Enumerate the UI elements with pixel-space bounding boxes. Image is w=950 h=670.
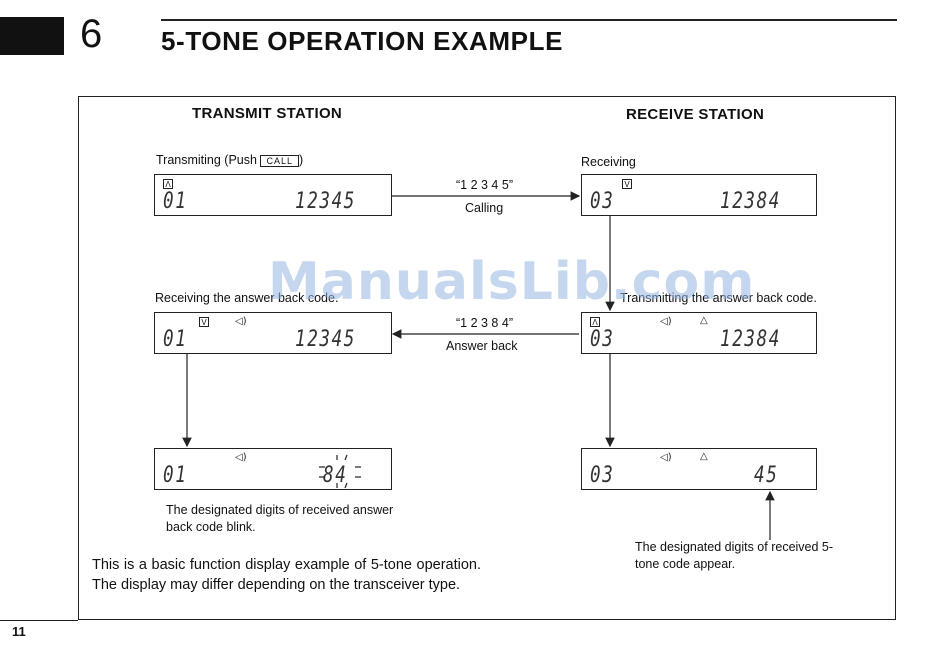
receive-heading: RECEIVE STATION	[626, 106, 765, 123]
tone-indicator-icon: Λ	[163, 179, 173, 189]
receive-display-1-code: 12384	[720, 189, 781, 214]
receive-display-3: ◁) △ 03 45	[581, 448, 817, 490]
tone-v-indicator-icon: V	[199, 317, 209, 327]
receive-step2-label: Transmitting the answer back code.	[620, 291, 817, 305]
chapter-tab	[0, 17, 64, 55]
receive-display-2-code: 12384	[720, 327, 781, 352]
bell-icon: △	[700, 315, 708, 326]
watermark: ManualsLib.com	[268, 252, 756, 312]
speaker-icon: ◁)	[660, 452, 672, 463]
transmit-display-1-code: 12345	[295, 189, 356, 214]
receive-display-2-channel: 03	[590, 327, 615, 352]
transmit-display-2: V ◁) 01 12345	[154, 312, 392, 354]
transmit-display-3-code: 84	[323, 463, 348, 488]
receive-display-1-channel: 03	[590, 189, 615, 214]
diagram-frame	[78, 96, 896, 620]
receive-display-1: V 03 12384	[581, 174, 817, 216]
transmit-display-3-channel: 01	[163, 463, 188, 488]
blink-note: The designated digits of received answer…	[166, 503, 394, 534]
receive-display-3-code: 45	[754, 463, 779, 488]
page-number: 11	[12, 624, 26, 639]
page-number-rule	[0, 620, 78, 621]
speaker-icon: ◁)	[235, 316, 247, 327]
footnote: This is a basic function display example…	[92, 557, 481, 593]
speaker-icon: ◁)	[660, 316, 672, 327]
transmit-step1-close: )	[298, 153, 304, 167]
header-rule	[161, 19, 897, 21]
receive-step1-label: Receiving	[581, 155, 636, 169]
tone-indicator-icon: Λ	[590, 317, 600, 327]
transmit-display-2-code: 12345	[295, 327, 356, 352]
transmit-display-1: Λ 01 12345	[154, 174, 392, 216]
transmit-display-2-channel: 01	[163, 327, 188, 352]
transmit-step2-label: Receiving the answer back code.	[155, 291, 339, 305]
appear-note: The designated digits of received 5-tone…	[635, 540, 834, 571]
tone-v-indicator-icon: V	[622, 179, 632, 189]
transmit-heading: TRANSMIT STATION	[192, 105, 343, 122]
answer-code: “1 2 3 8 4”	[456, 316, 513, 330]
speaker-icon: ◁)	[235, 452, 247, 463]
transmit-display-3: ◁) 01 84	[154, 448, 392, 490]
transmit-display-1-channel: 01	[163, 189, 188, 214]
bell-icon: △	[700, 451, 708, 462]
call-key: CALL	[260, 155, 299, 167]
blink-rays-icon	[319, 454, 361, 489]
page-title: 5-TONE OPERATION EXAMPLE	[161, 26, 564, 56]
chapter-number: 6	[80, 12, 103, 56]
receive-display-2: Λ ◁) △ 03 12384	[581, 312, 817, 354]
transmit-step1-label: Transmiting (Push	[156, 153, 257, 167]
receive-display-3-channel: 03	[590, 463, 615, 488]
answer-label: Answer back	[446, 339, 518, 353]
calling-code: “1 2 3 4 5”	[456, 178, 513, 192]
calling-label: Calling	[465, 201, 504, 215]
transmit-step1-caption: Transmiting (Push CALL)	[156, 153, 303, 169]
